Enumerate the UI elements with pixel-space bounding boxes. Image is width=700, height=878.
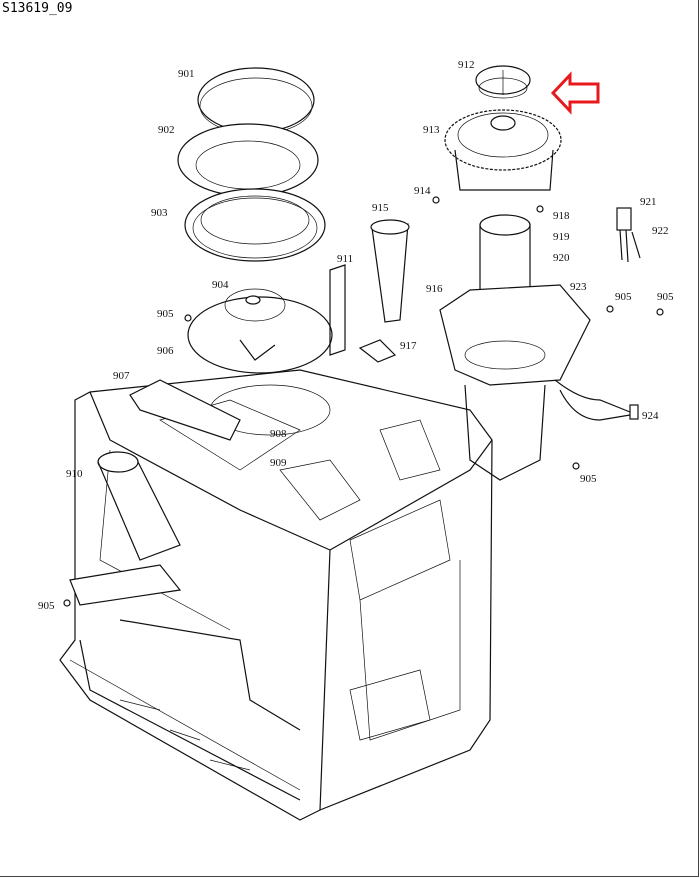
part-904-906-grinder-base bbox=[187, 264, 346, 374]
label-923: 923 bbox=[570, 281, 587, 293]
label-905: 905 bbox=[580, 473, 597, 485]
part-910-pipe bbox=[69, 451, 182, 606]
part-913-gear bbox=[444, 109, 562, 191]
label-914: 914 bbox=[414, 185, 431, 197]
part-912-ring bbox=[475, 65, 531, 99]
label-902: 902 bbox=[158, 124, 175, 136]
label-909: 909 bbox=[270, 457, 287, 469]
label-905: 905 bbox=[157, 308, 174, 320]
label-924: 924 bbox=[642, 410, 659, 422]
part-924-harness bbox=[554, 379, 639, 421]
drawing-code: S13619_09 bbox=[2, 1, 73, 16]
label-912: 912 bbox=[458, 59, 475, 71]
label-911: 911 bbox=[337, 253, 353, 265]
label-906: 906 bbox=[157, 345, 174, 357]
label-901: 901 bbox=[178, 68, 195, 80]
part-902-ring bbox=[177, 123, 319, 197]
label-907: 907 bbox=[113, 370, 130, 382]
label-904: 904 bbox=[212, 279, 229, 291]
part-907-chute bbox=[129, 379, 241, 441]
label-921: 921 bbox=[640, 196, 657, 208]
part-921-922-switch bbox=[616, 207, 641, 263]
screws bbox=[63, 196, 664, 607]
label-903: 903 bbox=[151, 207, 168, 219]
part-labels: 901 902 903 904 905 906 907 908 909 910 … bbox=[38, 59, 674, 612]
part-923-housing bbox=[439, 284, 591, 481]
label-905: 905 bbox=[38, 600, 55, 612]
label-919: 919 bbox=[553, 231, 570, 243]
label-908: 908 bbox=[270, 428, 287, 440]
label-916: 916 bbox=[426, 283, 443, 295]
machine-frame bbox=[59, 369, 493, 821]
label-922: 922 bbox=[652, 225, 669, 237]
part-903-ring bbox=[184, 188, 326, 262]
label-920: 920 bbox=[553, 252, 570, 264]
part-917-clip bbox=[358, 339, 397, 363]
label-905: 905 bbox=[657, 291, 674, 303]
label-915: 915 bbox=[372, 202, 389, 214]
label-913: 913 bbox=[423, 124, 440, 136]
label-905: 905 bbox=[615, 291, 632, 303]
part-915-cup bbox=[370, 219, 410, 323]
label-917: 917 bbox=[400, 340, 417, 352]
highlight-arrow-icon bbox=[550, 71, 600, 115]
label-910: 910 bbox=[66, 468, 83, 480]
label-918: 918 bbox=[553, 210, 570, 222]
